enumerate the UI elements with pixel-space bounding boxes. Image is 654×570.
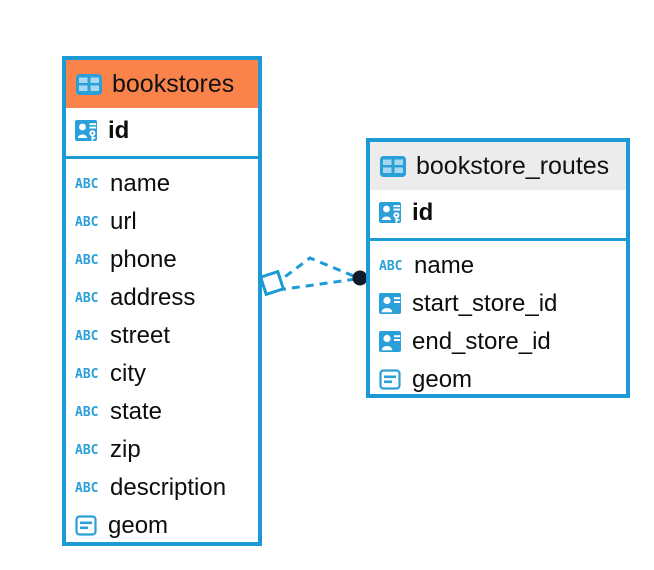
entity-header-bookstores: bookstores	[66, 60, 258, 108]
abc-text-icon: ABC	[379, 258, 403, 274]
field-row-zip[interactable]: ABC zip	[66, 431, 258, 469]
entity-bookstore-routes[interactable]: bookstore_routes id	[366, 138, 630, 398]
abc-text-icon: ABC	[75, 366, 99, 382]
abc-text-icon: ABC	[75, 442, 99, 458]
field-row-pk[interactable]: id	[370, 194, 626, 232]
field-label: geom	[108, 512, 169, 539]
abc-text-icon: ABC	[75, 252, 99, 268]
field-row-url[interactable]: ABC url	[66, 203, 258, 241]
field-label: address	[110, 284, 196, 311]
field-label: url	[110, 208, 137, 235]
key-section: id	[66, 108, 258, 159]
abc-text-icon: ABC	[75, 290, 99, 306]
abc-text-icon: ABC	[75, 480, 99, 496]
relationship-line-lower	[277, 277, 357, 292]
field-section: ABC name start_store_id	[370, 241, 626, 407]
field-label: city	[110, 360, 146, 387]
field-row-state[interactable]: ABC state	[66, 393, 258, 431]
field-row-phone[interactable]: ABC phone	[66, 241, 258, 279]
field-row-city[interactable]: ABC city	[66, 355, 258, 393]
entity-header-bookstore-routes: bookstore_routes	[370, 142, 626, 190]
entity-bookstores[interactable]: bookstores id	[62, 56, 262, 546]
field-label: id	[108, 117, 130, 144]
field-label: end_store_id	[412, 328, 551, 355]
diamond-outline-marker	[258, 269, 286, 297]
field-row-street[interactable]: ABC street	[66, 317, 258, 355]
foreign-key-icon	[379, 293, 401, 314]
field-row-end-store-id[interactable]: end_store_id	[370, 323, 626, 361]
primary-key-icon	[75, 120, 97, 141]
field-label: state	[110, 398, 163, 425]
field-section: ABC name ABC url ABC phone ABC	[66, 159, 258, 553]
entity-title: bookstores	[112, 69, 235, 98]
field-row-description[interactable]: ABC description	[66, 469, 258, 507]
table-icon	[76, 73, 102, 95]
primary-key-icon	[379, 202, 401, 223]
field-row-start-store-id[interactable]: start_store_id	[370, 285, 626, 323]
abc-text-icon: ABC	[75, 328, 99, 344]
geometry-icon	[379, 369, 401, 390]
abc-text-icon: ABC	[75, 214, 99, 230]
field-label: zip	[110, 436, 141, 463]
field-label: phone	[110, 246, 177, 273]
field-row-geom[interactable]: geom	[66, 507, 258, 545]
foreign-key-icon	[379, 331, 401, 352]
entity-title: bookstore_routes	[416, 151, 610, 180]
abc-text-icon: ABC	[75, 404, 99, 420]
field-row-address[interactable]: ABC address	[66, 279, 258, 317]
field-row-pk[interactable]: id	[66, 112, 258, 150]
field-label: street	[110, 322, 171, 349]
geometry-icon	[75, 515, 97, 536]
field-label: description	[110, 474, 227, 501]
relationship-line-upper	[273, 256, 357, 287]
field-label: start_store_id	[412, 290, 558, 317]
abc-text-icon: ABC	[75, 176, 99, 192]
field-label: name	[110, 170, 171, 197]
key-section: id	[370, 190, 626, 241]
field-label: name	[414, 252, 475, 279]
field-row-name[interactable]: ABC name	[66, 165, 258, 203]
field-row-geom[interactable]: geom	[370, 361, 626, 399]
table-icon	[380, 155, 406, 177]
field-label: id	[412, 199, 434, 226]
field-label: geom	[412, 366, 473, 393]
field-row-name[interactable]: ABC name	[370, 247, 626, 285]
